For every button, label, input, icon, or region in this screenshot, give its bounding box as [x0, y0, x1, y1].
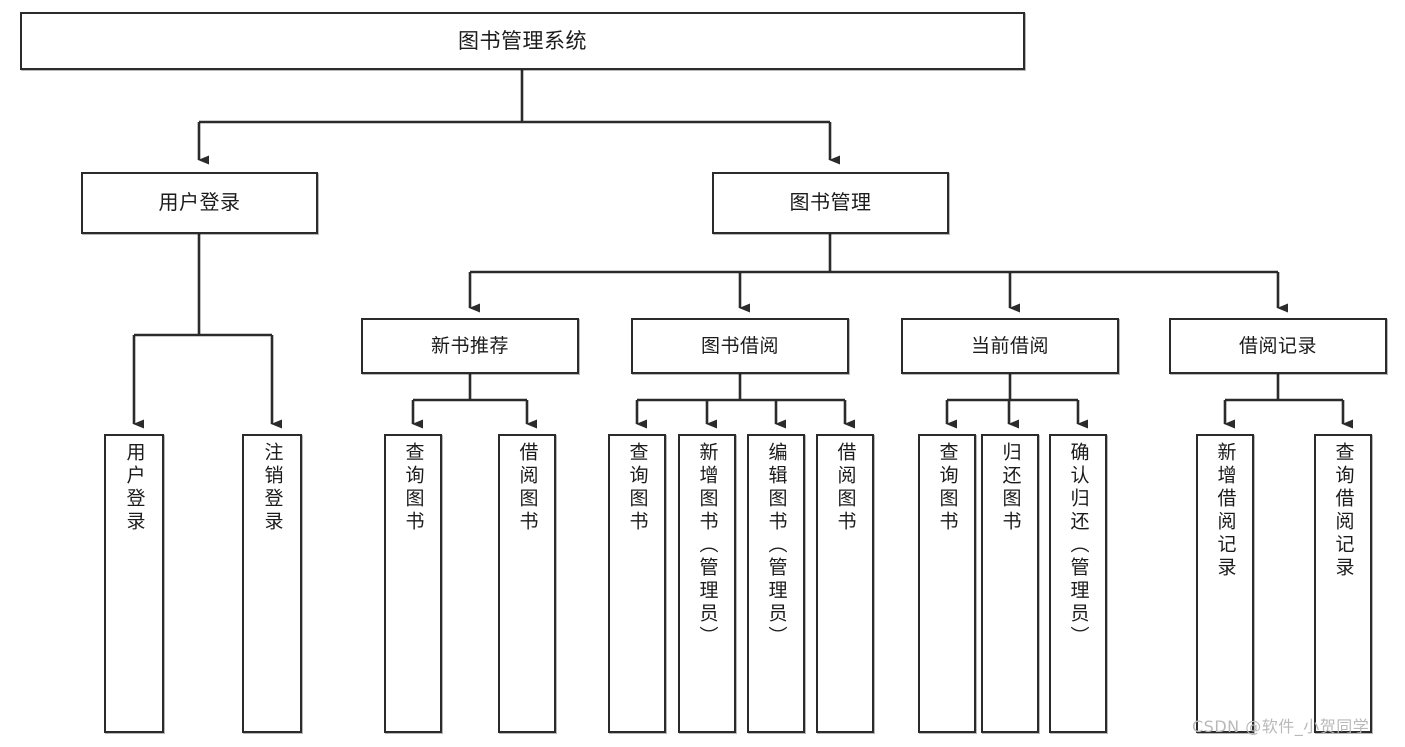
node-label: 用户登录 — [158, 190, 241, 215]
node-user-login[interactable]: 用户登录 — [81, 172, 318, 234]
node-leaf-query-book-1[interactable]: 查询图书 — [384, 434, 442, 733]
node-label: 新书推荐 — [430, 334, 509, 357]
node-label: 查询图书 — [626, 442, 649, 534]
node-label: 新增借阅记录 — [1214, 442, 1237, 580]
node-label: 注销登录 — [261, 442, 284, 534]
node-label: 借阅图书 — [834, 442, 857, 534]
node-leaf-add-book[interactable]: 新增图书（管理员） — [678, 434, 736, 733]
node-leaf-borrow-book-2[interactable]: 借阅图书 — [816, 434, 874, 733]
node-label: 归还图书 — [999, 442, 1022, 534]
node-leaf-user-login[interactable]: 用户登录 — [104, 434, 164, 733]
node-leaf-borrow-book-1[interactable]: 借阅图书 — [498, 434, 556, 733]
node-leaf-add-record[interactable]: 新增借阅记录 — [1196, 434, 1254, 733]
watermark-text: CSDN @软件_小贺同学 — [1192, 717, 1370, 736]
node-leaf-query-record[interactable]: 查询借阅记录 — [1314, 434, 1372, 733]
node-label: 图书管理 — [789, 190, 872, 215]
node-borrow-record[interactable]: 借阅记录 — [1169, 318, 1387, 374]
node-label: 图书管理系统 — [458, 28, 587, 53]
node-label: 确认归还（管理员） — [1067, 442, 1090, 649]
node-leaf-query-book-2[interactable]: 查询图书 — [608, 434, 666, 733]
node-label: 查询图书 — [936, 442, 959, 534]
node-root-system[interactable]: 图书管理系统 — [20, 12, 1025, 70]
node-leaf-logout[interactable]: 注销登录 — [242, 434, 302, 733]
node-label: 借阅记录 — [1238, 334, 1317, 357]
node-label: 图书借阅 — [700, 334, 779, 357]
node-book-management[interactable]: 图书管理 — [712, 172, 949, 234]
node-label: 用户登录 — [123, 442, 146, 534]
node-label: 新增图书（管理员） — [696, 442, 719, 649]
node-leaf-query-book-3[interactable]: 查询图书 — [918, 434, 976, 733]
node-new-book-recommend[interactable]: 新书推荐 — [361, 318, 579, 374]
node-label: 查询图书 — [402, 442, 425, 534]
node-current-borrow[interactable]: 当前借阅 — [901, 318, 1119, 374]
node-label: 编辑图书（管理员） — [765, 442, 788, 649]
node-label: 查询借阅记录 — [1332, 442, 1355, 580]
node-leaf-return-book[interactable]: 归还图书 — [981, 434, 1039, 733]
node-leaf-edit-book[interactable]: 编辑图书（管理员） — [747, 434, 805, 733]
node-label: 当前借阅 — [970, 334, 1049, 357]
node-leaf-confirm-return[interactable]: 确认归还（管理员） — [1049, 434, 1107, 733]
node-label: 借阅图书 — [516, 442, 539, 534]
node-book-borrow[interactable]: 图书借阅 — [631, 318, 849, 374]
